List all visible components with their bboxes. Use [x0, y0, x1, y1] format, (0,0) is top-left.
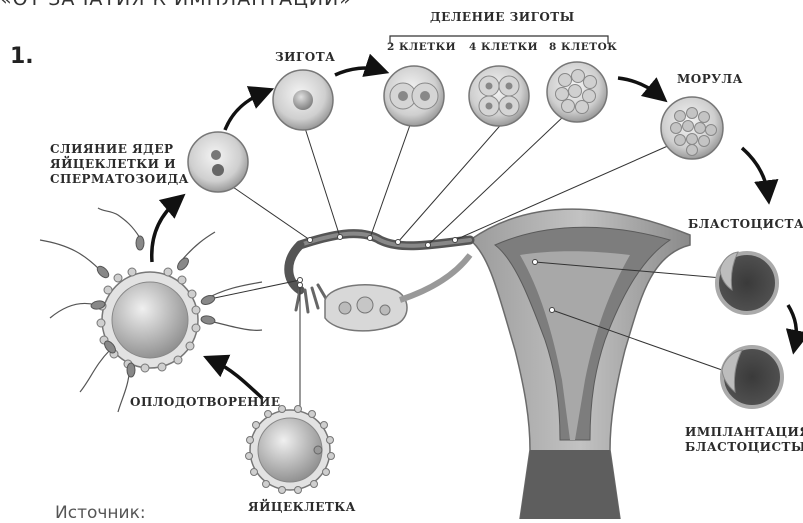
zygote-cell — [273, 70, 333, 130]
four-cells-label: 4 КЛЕТКИ — [469, 41, 538, 53]
fusion-label: СЛИЯНИЕ ЯДЕР ЯЙЦЕКЛЕТКИ И СПЕРМАТОЗОИДА — [50, 142, 188, 187]
fusion-cell — [188, 132, 248, 192]
implantation-label: ИМПЛАНТАЦИЯ БЛАСТОЦИСТЫ — [685, 425, 800, 455]
two-cells-label: 2 КЛЕТКИ — [387, 41, 456, 53]
blastocyst-cell — [717, 252, 777, 313]
blastocyst-label: БЛАСТОЦИСТА — [688, 217, 803, 231]
ovary — [325, 255, 470, 331]
uterus — [470, 209, 690, 519]
morula-label: МОРУЛА — [677, 72, 743, 86]
egg-label: ЯЙЦЕКЛЕТКА — [248, 500, 356, 514]
fertilization-egg — [97, 268, 200, 372]
fertilization-label: ОПЛОДОТВОРЕНИЕ — [130, 395, 281, 409]
source-text: Источник: — [55, 503, 146, 523]
eight-cell-stage — [547, 62, 607, 122]
fimbriae — [296, 285, 328, 312]
division-header-label: ДЕЛЕНИЕ ЗИГОТЫ — [430, 10, 575, 24]
four-cell-stage — [469, 66, 529, 126]
eight-cells-label: 8 КЛЕТОК — [549, 41, 617, 53]
egg-cell — [246, 406, 335, 494]
zygote-label: ЗИГОТА — [275, 50, 335, 64]
two-cell-stage — [384, 66, 444, 126]
morula-cell — [661, 97, 723, 159]
implantation-cell — [722, 347, 782, 407]
